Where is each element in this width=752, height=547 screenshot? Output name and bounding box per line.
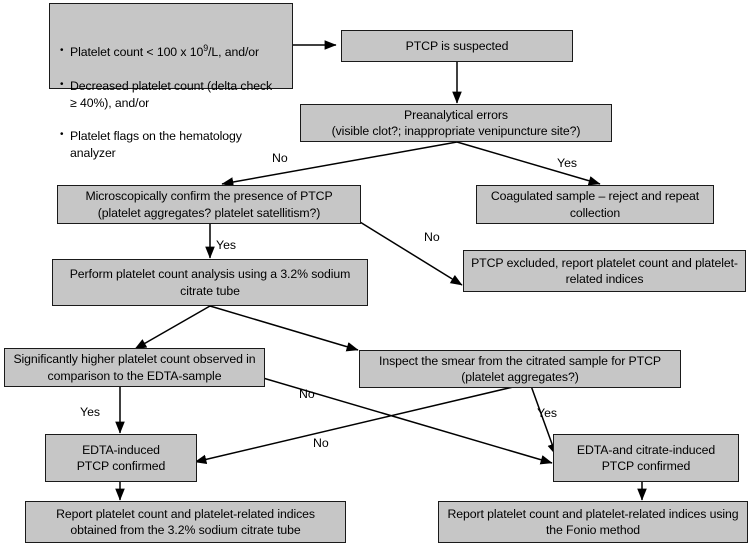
edge-microscopy-no-to-excluded [359,221,463,286]
node-higher-platelet-count: Significantly higher platelet count obse… [4,348,265,387]
edge-label-higher-yes: Yes [80,405,101,419]
edge-label-smear-yes: Yes [537,406,558,420]
node-edta-induced-ptcp: EDTA-induced PTCP confirmed [45,434,197,482]
criteria-list: Platelet count < 100 x 109/L, and/or Dec… [60,28,282,178]
edge-label-smear-no: No [313,436,329,450]
node-coagulated-sample: Coagulated sample – reject and repeat co… [476,185,714,224]
node-report-citrate-tube: Report platelet count and platelet-relat… [25,501,346,543]
edge-label-higher-no: No [299,387,315,401]
node-preanalytical-errors: Preanalytical errors (visible clot?; ina… [300,104,612,142]
node-criteria: Platelet count < 100 x 109/L, and/or Dec… [49,3,293,160]
edge-label-preanalytical-no: No [272,151,288,165]
criteria-item-2: Platelet flags on the hematology analyze… [60,128,282,161]
node-report-fonio-method: Report platelet count and platelet-relat… [438,501,748,543]
edge-citrate-to-higher-count [134,305,211,350]
node-citrate-tube-analysis: Perform platelet count analysis using a … [52,259,368,306]
node-ptcp-suspected: PTCP is suspected [341,30,573,62]
edge-preanalytical-yes-to-coagulated [456,141,601,186]
edge-label-microscopy-yes: Yes [216,238,237,252]
node-inspect-smear: Inspect the smear from the citrated samp… [359,350,681,388]
criteria-item-0: Platelet count < 100 x 109/L, and/or [60,44,282,60]
node-ptcp-excluded: PTCP excluded, report platelet count and… [463,250,746,292]
edge-citrate-to-inspect-smear [209,305,359,352]
node-microscopic-confirmation: Microscopically confirm the presence of … [57,185,361,224]
criteria-item-1: Decreased platelet count (delta check ≥ … [60,78,282,111]
node-edta-citrate-induced-ptcp: EDTA-and citrate-induced PTCP confirmed [553,434,739,482]
edge-label-preanalytical-yes: Yes [557,156,578,170]
edge-label-microscopy-no: No [424,230,440,244]
edge-smear-no-to-edta-induced [194,382,531,465]
